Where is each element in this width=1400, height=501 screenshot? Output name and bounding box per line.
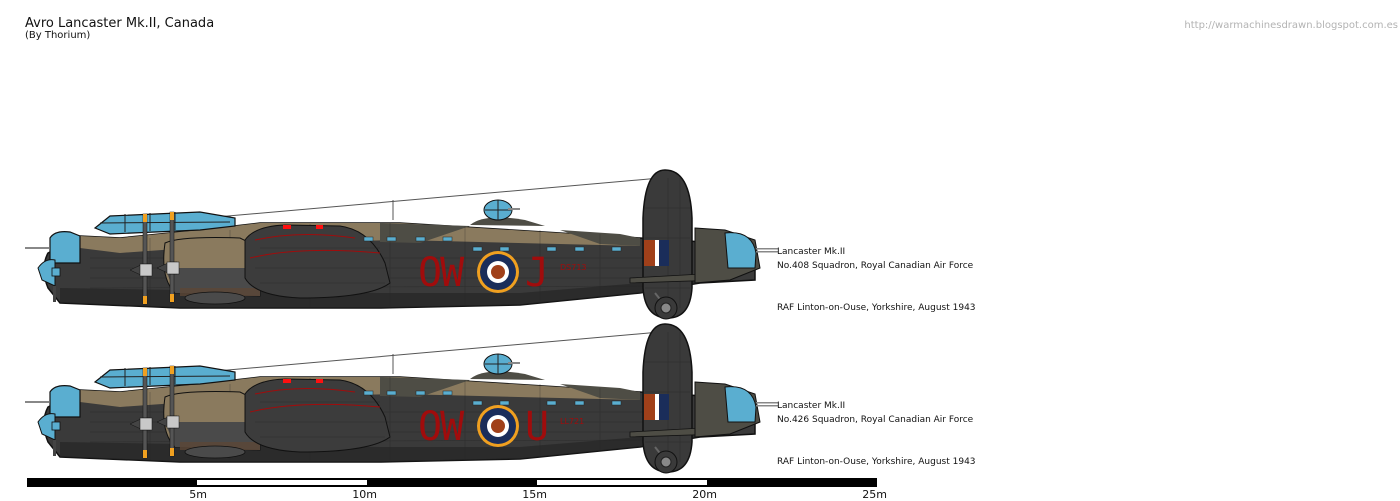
- page-title: Avro Lancaster Mk.II, Canada: [25, 16, 215, 31]
- aircraft-profile-1: OW J DS713: [25, 169, 778, 320]
- scale-label-15m: 15m: [522, 488, 547, 501]
- scale-label-5m: 5m: [189, 488, 207, 501]
- squadron-code: OW: [418, 250, 465, 296]
- location-date: RAF Linton-on-Ouse, Yorkshire, August 19…: [777, 303, 976, 313]
- scale-segment-white-1: [197, 480, 367, 485]
- aircraft-letter: J: [525, 250, 549, 296]
- squadron-code: OW: [418, 404, 465, 450]
- scale-label-25m: 25m: [862, 488, 887, 501]
- aircraft-letter: U: [525, 404, 549, 450]
- aircraft-profile-2: OW U LL721: [25, 323, 778, 474]
- serial-number: LL721: [560, 417, 584, 426]
- serial-number: DS713: [560, 263, 587, 272]
- aircraft-type: Lancaster Mk.II: [777, 247, 846, 257]
- caption-profile-1: Lancaster Mk.II No.408 Squadron, Royal C…: [777, 245, 976, 313]
- location-date: RAF Linton-on-Ouse, Yorkshire, August 19…: [777, 457, 976, 467]
- scale-bar: [27, 478, 877, 487]
- scale-label-10m: 10m: [352, 488, 377, 501]
- scale-segment-white-2: [537, 480, 707, 485]
- scale-label-20m: 20m: [692, 488, 717, 501]
- caption-profile-2: Lancaster Mk.II No.426 Squadron, Royal C…: [777, 399, 976, 467]
- unit-name: No.426 Squadron, Royal Canadian Air Forc…: [777, 415, 974, 425]
- source-url: http://warmachinesdrawn.blogspot.com.es: [1184, 20, 1398, 31]
- unit-name: No.408 Squadron, Royal Canadian Air Forc…: [777, 261, 974, 271]
- aircraft-type: Lancaster Mk.II: [777, 401, 846, 411]
- author-credit: (By Thorium): [25, 30, 91, 41]
